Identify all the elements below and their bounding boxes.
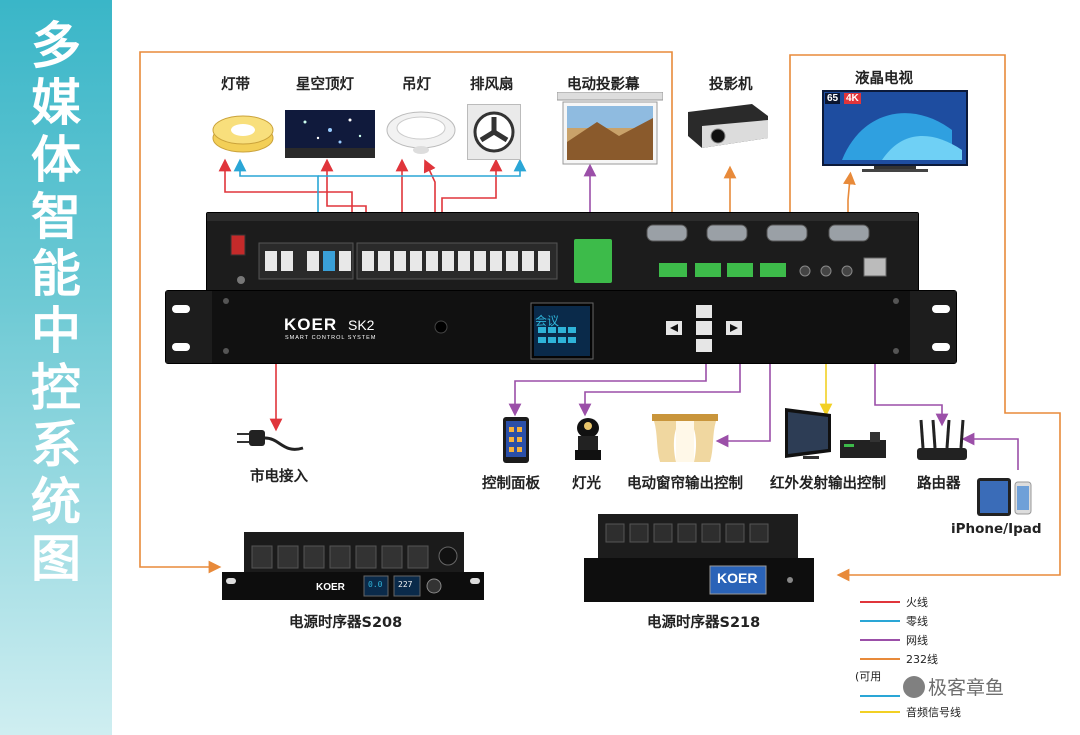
sequencer-s218-icon: KOER [584, 514, 814, 604]
legend-swatch [860, 695, 900, 697]
controller-model: SK2 [348, 317, 375, 333]
title-char: 控 [31, 359, 81, 417]
label-s218: 电源时序器S218 [647, 615, 761, 631]
title-char: 中 [31, 302, 81, 360]
s208-display-2: 227 [398, 580, 413, 589]
projection-screen-icon [557, 92, 663, 170]
legend-label: 火线 [906, 596, 928, 609]
network-line [961, 432, 1019, 470]
legend-label: (可用 [855, 670, 882, 683]
legend-label: 音频信号线 [906, 706, 961, 719]
control-panel-icon [503, 417, 529, 463]
s218-brand: KOER [717, 570, 758, 586]
label-lcd-tv: 液晶电视 [855, 71, 913, 87]
s208-brand: KOER [316, 582, 345, 593]
watermark: 极客章鱼 [928, 677, 1005, 699]
label-star-ceiling: 星空顶灯 [296, 77, 354, 93]
legend-label: 232线 [906, 653, 938, 666]
label-exhaust-fan: 排风扇 [470, 77, 514, 93]
controller-screen-text: 会议 [535, 314, 560, 328]
title-char: 能 [31, 245, 81, 303]
legend-label: 零线 [906, 615, 928, 628]
label-projector: 投影机 [709, 77, 753, 93]
legend-swatch [860, 601, 900, 603]
legend-swatch [860, 711, 900, 713]
watermark-logo-icon [903, 676, 925, 698]
label-mobile: iPhone/Ipad [951, 521, 1042, 537]
title-char: 智 [31, 188, 81, 246]
title-char: 体 [31, 131, 81, 189]
legend-swatch [860, 658, 900, 660]
mobile-devices-icon [975, 476, 1037, 518]
label-mains: 市电接入 [250, 469, 308, 485]
legend-swatch [860, 639, 900, 641]
rs232-line [789, 54, 1061, 582]
rs232-line [139, 51, 673, 574]
mains-plug-icon [235, 420, 305, 460]
projector-icon [682, 98, 772, 154]
controller-subtitle: SMART CONTROL SYSTEM [285, 335, 377, 341]
curtain-icon [652, 414, 718, 464]
legend-label: 网线 [906, 634, 928, 647]
chandelier-icon [383, 106, 459, 160]
title-char: 媒 [31, 74, 81, 132]
label-stage-light: 灯光 [572, 476, 601, 492]
label-curtain: 电动窗帘输出控制 [627, 476, 743, 492]
side-banner: 多 媒 体 智 能 中 控 系 统 图 [0, 0, 112, 735]
label-control-panel: 控制面板 [482, 476, 540, 492]
label-ir-output: 红外发射输出控制 [770, 476, 886, 492]
title-char: 多 [31, 17, 81, 75]
controller-rear-panel [206, 212, 919, 292]
star-ceiling-icon [285, 110, 375, 158]
lcd-tv-icon: 65 4K [822, 90, 968, 174]
title-char: 统 [31, 473, 81, 531]
led-strip-icon [208, 106, 278, 158]
label-chandelier: 吊灯 [402, 77, 431, 93]
ir-tv-icon [783, 406, 839, 460]
set-top-box-icon [840, 430, 886, 460]
title-char: 图 [31, 530, 81, 588]
label-led-strip: 灯带 [221, 77, 250, 93]
neutral-line [318, 158, 527, 177]
label-s208: 电源时序器S208 [289, 615, 403, 631]
s208-display-1: 0.0 [368, 580, 383, 589]
title-char: 系 [31, 416, 81, 474]
controller-brand: KOER [284, 315, 338, 334]
legend-swatch [860, 620, 900, 622]
tv-res-badge: 4K [844, 93, 861, 104]
stage-light-icon [572, 414, 604, 464]
router-icon [915, 418, 969, 462]
label-router: 路由器 [917, 476, 961, 492]
label-projection-screen: 电动投影幕 [567, 77, 640, 93]
tv-size-badge: 65 [825, 93, 841, 104]
page-title: 多 媒 体 智 能 中 控 系 统 图 [0, 18, 112, 588]
sequencer-s208-icon: KOER 0.0 227 [222, 532, 484, 602]
controller-front-panel: KOER SK2 SMART CONTROL SYSTEM 会议 [165, 290, 957, 364]
exhaust-fan-icon [467, 104, 521, 160]
